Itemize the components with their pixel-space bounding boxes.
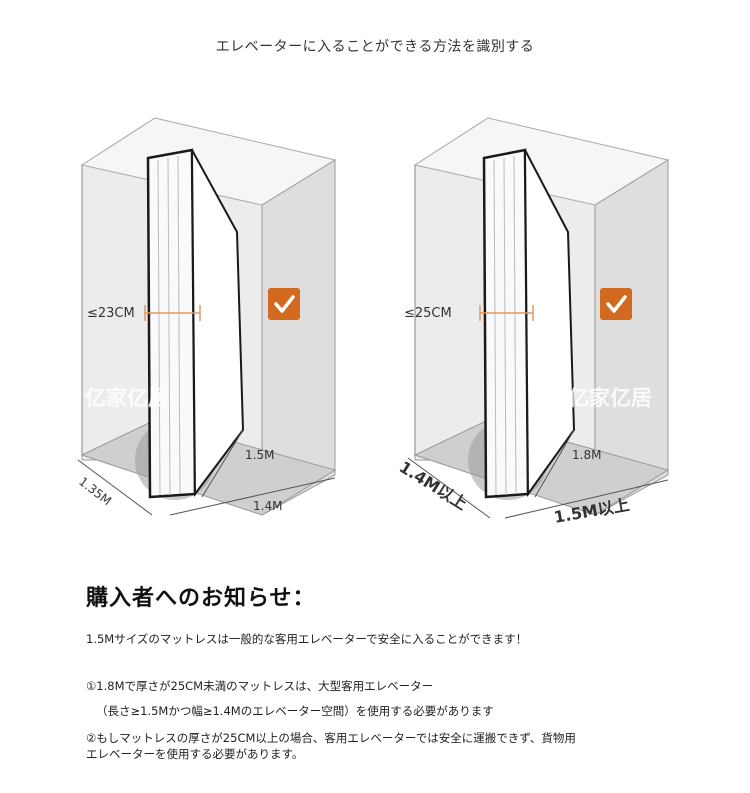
thickness-label: ≤25CM (404, 306, 452, 321)
notice-line-4: ②もしマットレスの厚さが25CM以上の場合、客用エレベーターでは安全に運搬できず… (86, 731, 576, 745)
check-icon (606, 295, 627, 313)
notice-line-2: ①1.8Mで厚さが25CM未満のマットレスは、大型客用エレベーター (86, 679, 434, 693)
check-badge-left (268, 288, 300, 320)
check-icon (274, 295, 295, 313)
elevator-right: ≤25CM 1.8M 1.4M以上 1.5M以上 亿家亿居 (396, 117, 670, 527)
notice-line-5: エレベーターを使用する必要があります。 (86, 747, 304, 761)
thickness-label: ≤23CM (87, 306, 135, 321)
elevator-left: ≤23CM 1.5M 1.35M 1.4M 亿家亿居 (76, 117, 337, 516)
elevator-diagrams: ≤23CM 1.5M 1.35M 1.4M 亿家亿居 ≤25CM (76, 117, 670, 527)
notice-heading: 購入者へのお知らせ： (86, 586, 316, 611)
height-label: 1.5M (245, 448, 274, 462)
page-title: エレベーターに入ることができる方法を識別する (215, 39, 535, 55)
notice-line-1: 1.5Mサイズのマットレスは一般的な客用エレベーターで安全に入ることができます！ (86, 632, 528, 646)
width-label: 1.4M (253, 499, 282, 513)
check-badge-right (600, 288, 632, 320)
height-label: 1.8M (572, 448, 601, 462)
depth-label: 1.35M (76, 474, 114, 508)
watermark: 亿家亿居 (85, 386, 169, 410)
watermark: 亿家亿居 (568, 386, 652, 410)
notice-line-3: （長さ≥1.5Mかつ幅≥1.4Mのエレベーター空間）を使用する必要があります (96, 704, 494, 718)
